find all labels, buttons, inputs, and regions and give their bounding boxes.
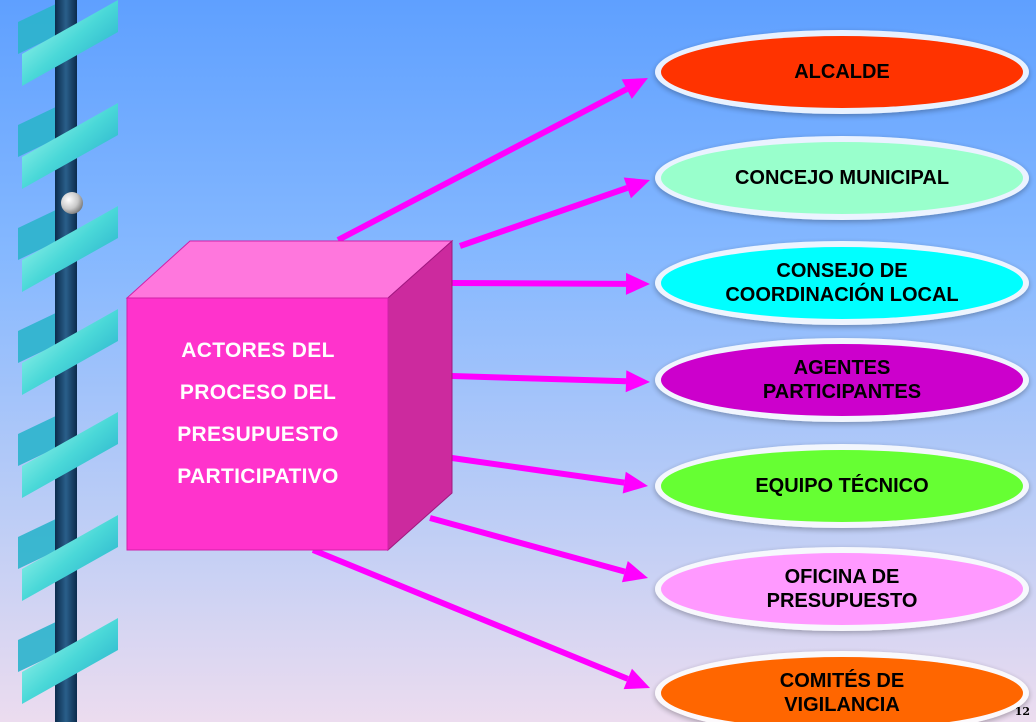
actor-label: EQUIPO TÉCNICO [692,474,992,498]
actor-oval [661,450,1023,522]
arrow-head [621,561,648,583]
arrow-shaft [311,547,629,682]
ribbon-band-back [18,414,60,466]
arrow-head [625,370,650,393]
actor-oval [661,553,1023,625]
arrow-shaft [336,86,629,243]
ribbon-band-front [22,618,118,704]
arrow-shaft [451,455,625,486]
arrows-group [311,78,650,690]
ribbon-band-back [18,2,60,54]
ribbon-band-front [22,309,118,395]
actor-label-line: ALCALDE [794,61,890,83]
actor-label: ALCALDE [692,60,992,84]
actor-label-line: EQUIPO TÉCNICO [755,475,929,497]
pearl-ornament [61,192,83,214]
box-front-face [126,297,389,551]
actor-label-line: PRESUPUESTO [766,590,918,612]
ribbon-band-back [18,517,60,569]
ribbon-band-back [18,311,60,363]
central-box-line: PROCESO DEL [179,381,337,404]
actor-label-line: OFICINA DE [784,566,900,588]
ovals-group [655,30,1029,722]
ribbon-band-front [22,515,118,601]
ribbon-band-front [22,206,118,292]
actor-label-line: CONCEJO MUNICIPAL [734,167,950,189]
actor-oval [661,142,1023,214]
ribbon-band-front [22,103,118,189]
arrow-shaft [429,515,626,575]
ribbon-band-back [18,208,60,260]
actor-label-line: CONSEJO DE [776,260,908,282]
actor-label-line: COMITÉS DE [779,670,905,692]
arrow-head [621,78,648,99]
actor-label-line: PARTICIPANTES [762,381,922,403]
central-box-line: ACTORES DEL [181,339,335,362]
arrow-head [622,471,648,494]
actor-oval [661,36,1023,108]
actor-oval [661,657,1023,722]
ribbon-band-back [18,105,60,157]
actor-label-line: COORDINACIÓN LOCAL [725,284,959,306]
arrow-shaft [451,373,627,385]
actor-label: CONCEJO MUNICIPAL [692,166,992,190]
ribbon-band-back [18,620,60,672]
page-number: 12 [1014,705,1030,718]
ribbon-band-front [22,412,118,498]
central-box-line: PARTICIPATIVO [177,465,339,488]
actor-oval [661,247,1023,319]
arrow-head [625,272,650,295]
actor-oval [661,344,1023,416]
arrow-shaft [451,280,627,287]
central-box-line: PRESUPUESTO [177,423,339,446]
arrow-shaft [459,185,629,249]
central-box [125,239,454,552]
ribbon-pole-decoration [18,0,118,722]
ribbon-band-front [22,0,118,86]
central-box-label: ACTORES DEL PROCESO DEL PRESUPUESTO PARTICI… [127,330,389,498]
arrow-head [623,668,650,690]
actor-label-line: VIGILANCIA [784,694,900,716]
actor-label-line: AGENTES [793,357,891,379]
arrow-head [623,177,650,199]
